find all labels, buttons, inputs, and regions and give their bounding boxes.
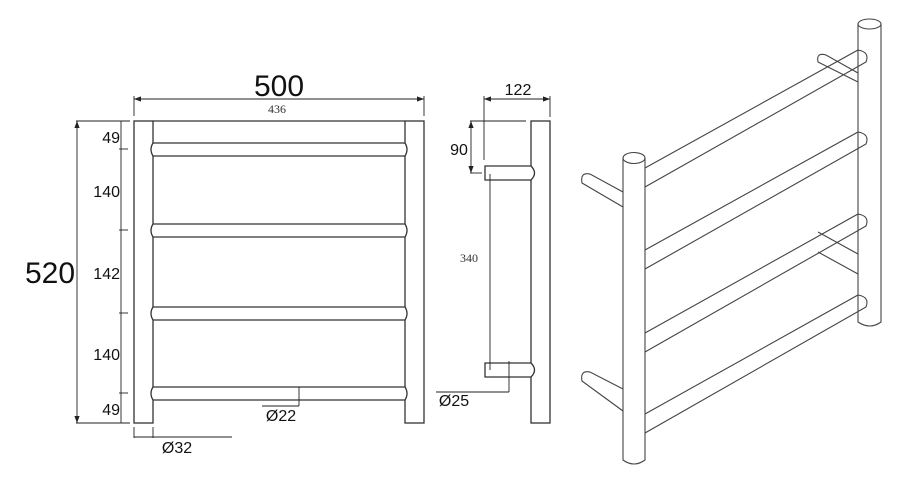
iso-rail-1 bbox=[644, 49, 868, 188]
top-bracket bbox=[484, 165, 536, 181]
isometric-view bbox=[581, 18, 882, 465]
bottom-bracket bbox=[484, 362, 536, 378]
spacing-1-2: 140 bbox=[93, 184, 120, 201]
front-view: 500 436 520 49 140 142 140 49 Ø22 Ø32 bbox=[25, 70, 425, 457]
overall-height-label: 520 bbox=[25, 257, 75, 290]
right-post bbox=[404, 120, 425, 424]
iso-rail-4 bbox=[644, 294, 868, 434]
iso-bracket-back-bottom bbox=[817, 231, 859, 275]
side-post bbox=[530, 120, 551, 424]
depth-label: 122 bbox=[505, 82, 532, 99]
iso-rail-3 bbox=[644, 213, 868, 353]
bracket-spacing-label: 340 bbox=[460, 251, 478, 265]
post-diameter-label: Ø32 bbox=[162, 440, 192, 457]
left-post bbox=[133, 120, 154, 424]
bracket-diameter-label: Ø25 bbox=[439, 393, 469, 410]
iso-bracket-front-bottom bbox=[581, 371, 624, 412]
rail-2 bbox=[150, 223, 408, 238]
rail-diameter-label: Ø22 bbox=[266, 408, 296, 425]
rail-4 bbox=[150, 386, 408, 401]
iso-bracket-front-top bbox=[581, 173, 624, 208]
iso-bracket-back-top bbox=[817, 53, 859, 83]
overall-width-label: 500 bbox=[254, 70, 304, 103]
side-view: 340 122 90 Ø25 bbox=[436, 82, 551, 424]
spacing-3-4: 140 bbox=[93, 347, 120, 364]
spacing-2-3: 142 bbox=[93, 266, 120, 283]
spacing-bottom: 49 bbox=[102, 402, 120, 419]
inner-width-label: 436 bbox=[268, 102, 286, 116]
iso-rail-2 bbox=[644, 131, 868, 270]
iso-left-post bbox=[622, 151, 646, 465]
rail-3 bbox=[150, 306, 408, 321]
iso-right-post bbox=[857, 18, 882, 327]
spacing-top: 49 bbox=[102, 130, 120, 147]
top-offset-label: 90 bbox=[450, 142, 468, 159]
rail-1 bbox=[150, 142, 408, 157]
